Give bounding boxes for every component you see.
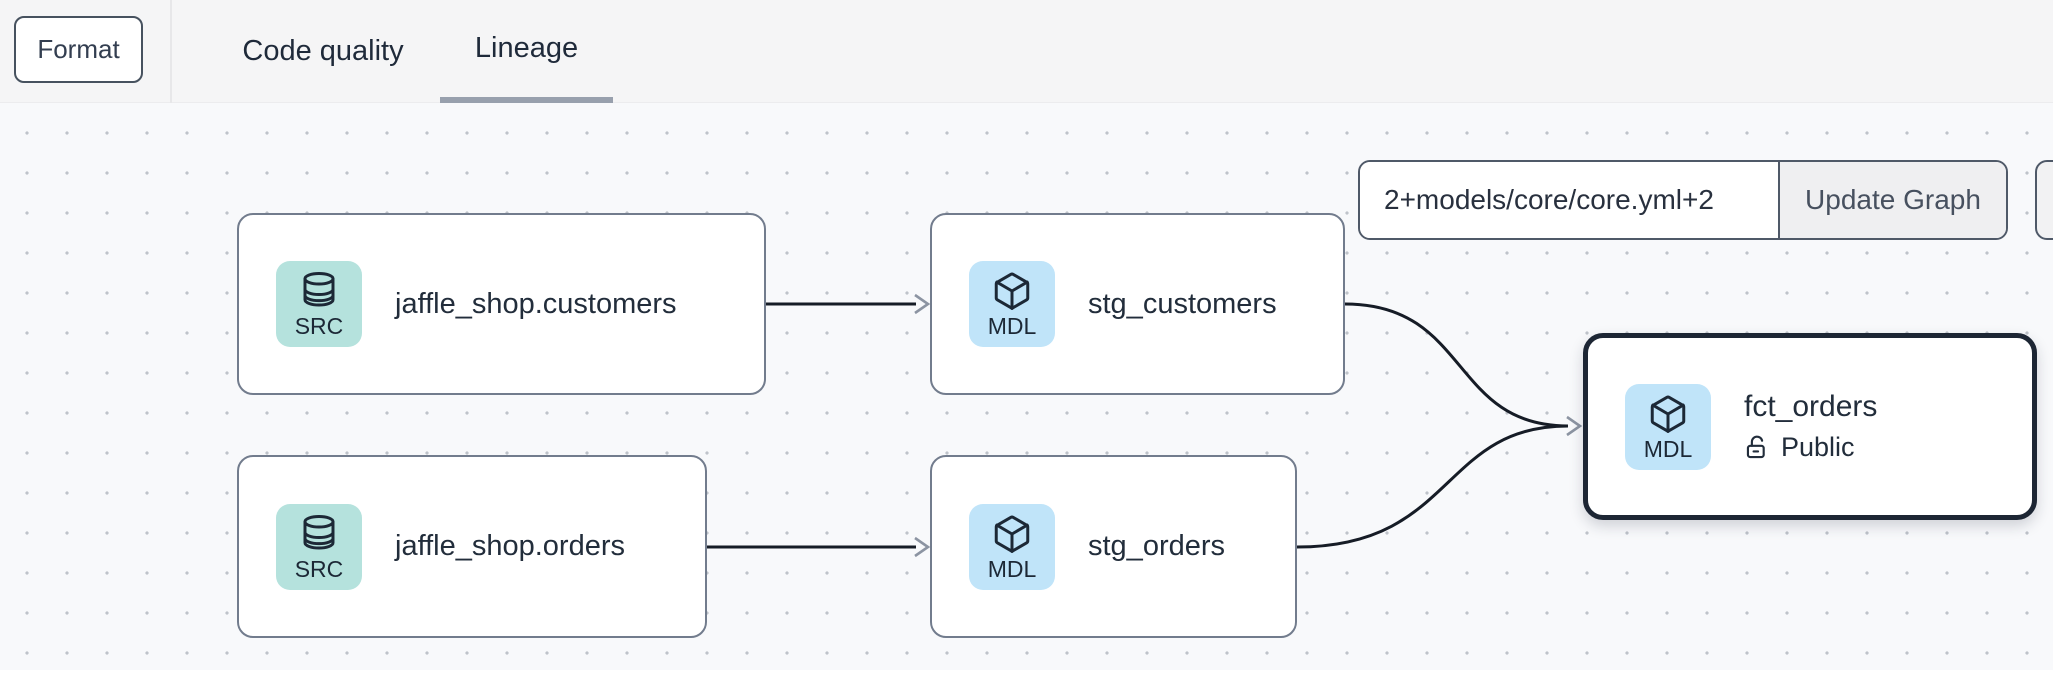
node-label: jaffle_shop.orders (395, 530, 626, 562)
bottom-strip (0, 670, 2053, 680)
unlock-icon (1746, 435, 1765, 459)
cube-icon (1650, 395, 1686, 433)
tab-code-quality[interactable]: Code quality (242, 35, 404, 67)
lineage-edges (707, 293, 1583, 558)
lineage-canvas[interactable]: SRC jaffle_shop.customers MDL stg_custom… (0, 103, 2053, 670)
node-label: stg_orders (1088, 530, 1226, 562)
update-graph-button[interactable]: Update Graph (1778, 162, 2006, 238)
node-type-label: SRC (294, 313, 344, 339)
database-icon (303, 514, 335, 549)
node-stg-customers[interactable]: MDL stg_customers (930, 213, 1345, 395)
cube-icon (994, 515, 1030, 553)
node-label: jaffle_shop.customers (395, 287, 677, 320)
model-type-badge: MDL (969, 261, 1055, 347)
format-button[interactable]: Format (14, 16, 143, 83)
topbar-divider (170, 0, 172, 103)
model-type-badge: MDL (969, 503, 1055, 590)
lineage-selector-toolbar: Update Graph (1358, 160, 2008, 240)
cropped-toolbar-button[interactable] (2035, 160, 2053, 240)
node-fct-orders[interactable]: MDL fct_orders Public (1583, 333, 2037, 520)
node-label: fct_orders (1744, 390, 1878, 423)
edge-customers-to-stg-customers (766, 293, 931, 315)
tab-lineage[interactable]: Lineage (440, 0, 613, 103)
node-label: stg_customers (1088, 287, 1277, 320)
node-type-label: SRC (294, 555, 344, 582)
source-type-badge: SRC (276, 261, 362, 347)
editor-topbar: Format Code quality Lineage (0, 0, 2053, 103)
node-jaffle-shop-orders[interactable]: SRC jaffle_shop.orders (237, 455, 707, 638)
edge-orders-to-stg-orders (707, 536, 931, 558)
access-label: Public (1781, 432, 1855, 462)
database-icon (303, 272, 335, 307)
node-jaffle-shop-customers[interactable]: SRC jaffle_shop.customers (237, 213, 766, 395)
model-type-badge: MDL (1625, 383, 1711, 470)
node-type-label: MDL (987, 555, 1037, 582)
access-row: Public (1744, 432, 1877, 463)
node-stg-orders[interactable]: MDL stg_orders (930, 455, 1297, 638)
edge-stg-customers-to-fct-orders (1344, 302, 1569, 428)
edge-stg-orders-to-fct-orders (1296, 415, 1583, 549)
node-type-label: MDL (987, 313, 1037, 339)
cube-icon (994, 272, 1030, 310)
lineage-selector-input[interactable] (1360, 162, 1778, 238)
source-type-badge: SRC (276, 503, 362, 590)
node-type-label: MDL (1643, 435, 1693, 462)
